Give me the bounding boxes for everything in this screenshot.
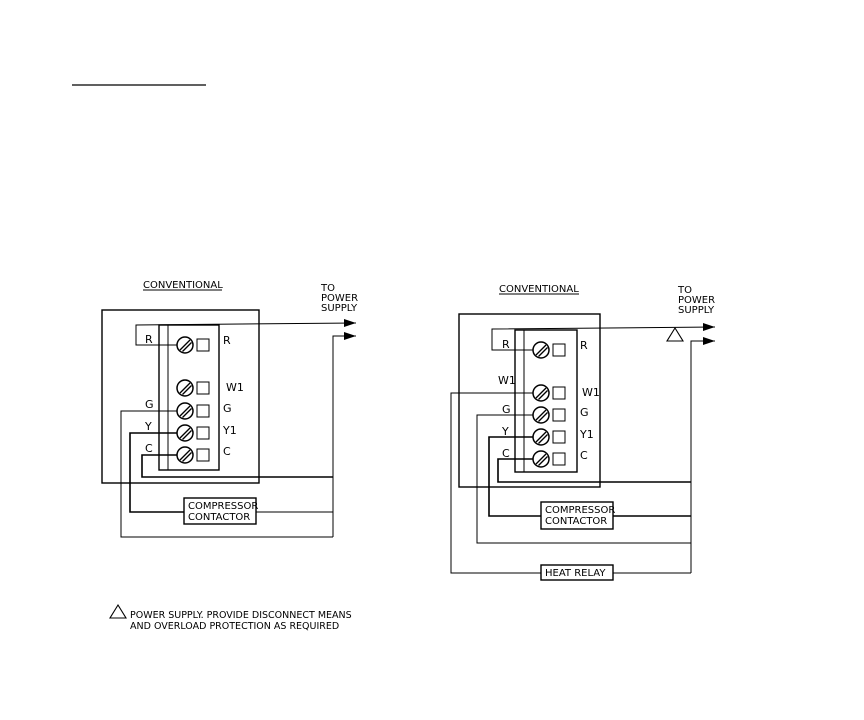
right-screw-g	[533, 407, 549, 423]
right-diagram-title: CONVENTIONAL	[499, 284, 579, 295]
left-terminal-label-y: Y	[144, 420, 152, 433]
right-power-supply-label-line3: SUPPLY	[678, 305, 715, 316]
left-terminal-label-y1-right: Y1	[222, 424, 237, 437]
right-compressor-contactor-line1: COMPRESSOR	[545, 505, 615, 516]
right-screw-w1	[533, 385, 549, 401]
right-terminal-label-g-right: G	[580, 406, 589, 419]
right-heat-relay-label: HEAT RELAY	[545, 568, 606, 579]
left-terminal-label-w1-right: W1	[226, 381, 244, 394]
left-screw-g	[177, 403, 193, 419]
left-screw-r	[177, 337, 193, 353]
right-terminal-label-w1-right: W1	[582, 386, 600, 399]
right-wiring-diagram: CONVENTIONAL TO POWER SUPPLY R W1 G Y C …	[451, 284, 715, 580]
left-wiring-diagram: CONVENTIONAL TO POWER SUPPLY R G Y C R W…	[102, 280, 358, 537]
right-terminal-label-c: C	[502, 447, 510, 460]
left-compressor-contactor-line1: COMPRESSOR	[188, 501, 258, 512]
left-compressor-contactor-line2: CONTACTOR	[188, 512, 250, 523]
left-screw-c	[177, 447, 193, 463]
left-terminal-label-r: R	[145, 333, 153, 346]
right-terminal-label-r: R	[502, 338, 510, 351]
left-screw-w1	[177, 380, 193, 396]
left-diagram-title: CONVENTIONAL	[143, 280, 223, 291]
footnote-line1: POWER SUPPLY. PROVIDE DISCONNECT MEANS	[130, 610, 352, 621]
right-screw-y1	[533, 429, 549, 445]
footnote: POWER SUPPLY. PROVIDE DISCONNECT MEANS A…	[110, 605, 352, 632]
right-thermostat-box	[459, 314, 600, 487]
left-terminal-label-g: G	[145, 398, 154, 411]
right-terminal-label-r-right: R	[580, 339, 588, 352]
left-terminal-label-r-right: R	[223, 334, 231, 347]
footnote-warning-triangle-icon	[110, 605, 126, 618]
right-warning-triangle-icon	[667, 328, 683, 341]
left-power-supply-label-line3: SUPPLY	[321, 303, 358, 314]
left-terminal-label-g-right: G	[223, 402, 232, 415]
right-compressor-contactor-line2: CONTACTOR	[545, 516, 607, 527]
right-terminal-label-w1: W1	[498, 374, 516, 387]
right-terminal-label-y1-right: Y1	[579, 428, 594, 441]
right-screw-c	[533, 451, 549, 467]
right-terminal-label-y: Y	[501, 425, 509, 438]
footnote-line2: AND OVERLOAD PROTECTION AS REQUIRED	[130, 621, 339, 632]
left-terminal-label-c: C	[145, 442, 153, 455]
left-screw-y1	[177, 425, 193, 441]
right-terminal-label-g: G	[502, 403, 511, 416]
right-screw-r	[533, 342, 549, 358]
right-terminal-label-c-right: C	[580, 449, 588, 462]
left-terminal-label-c-right: C	[223, 445, 231, 458]
